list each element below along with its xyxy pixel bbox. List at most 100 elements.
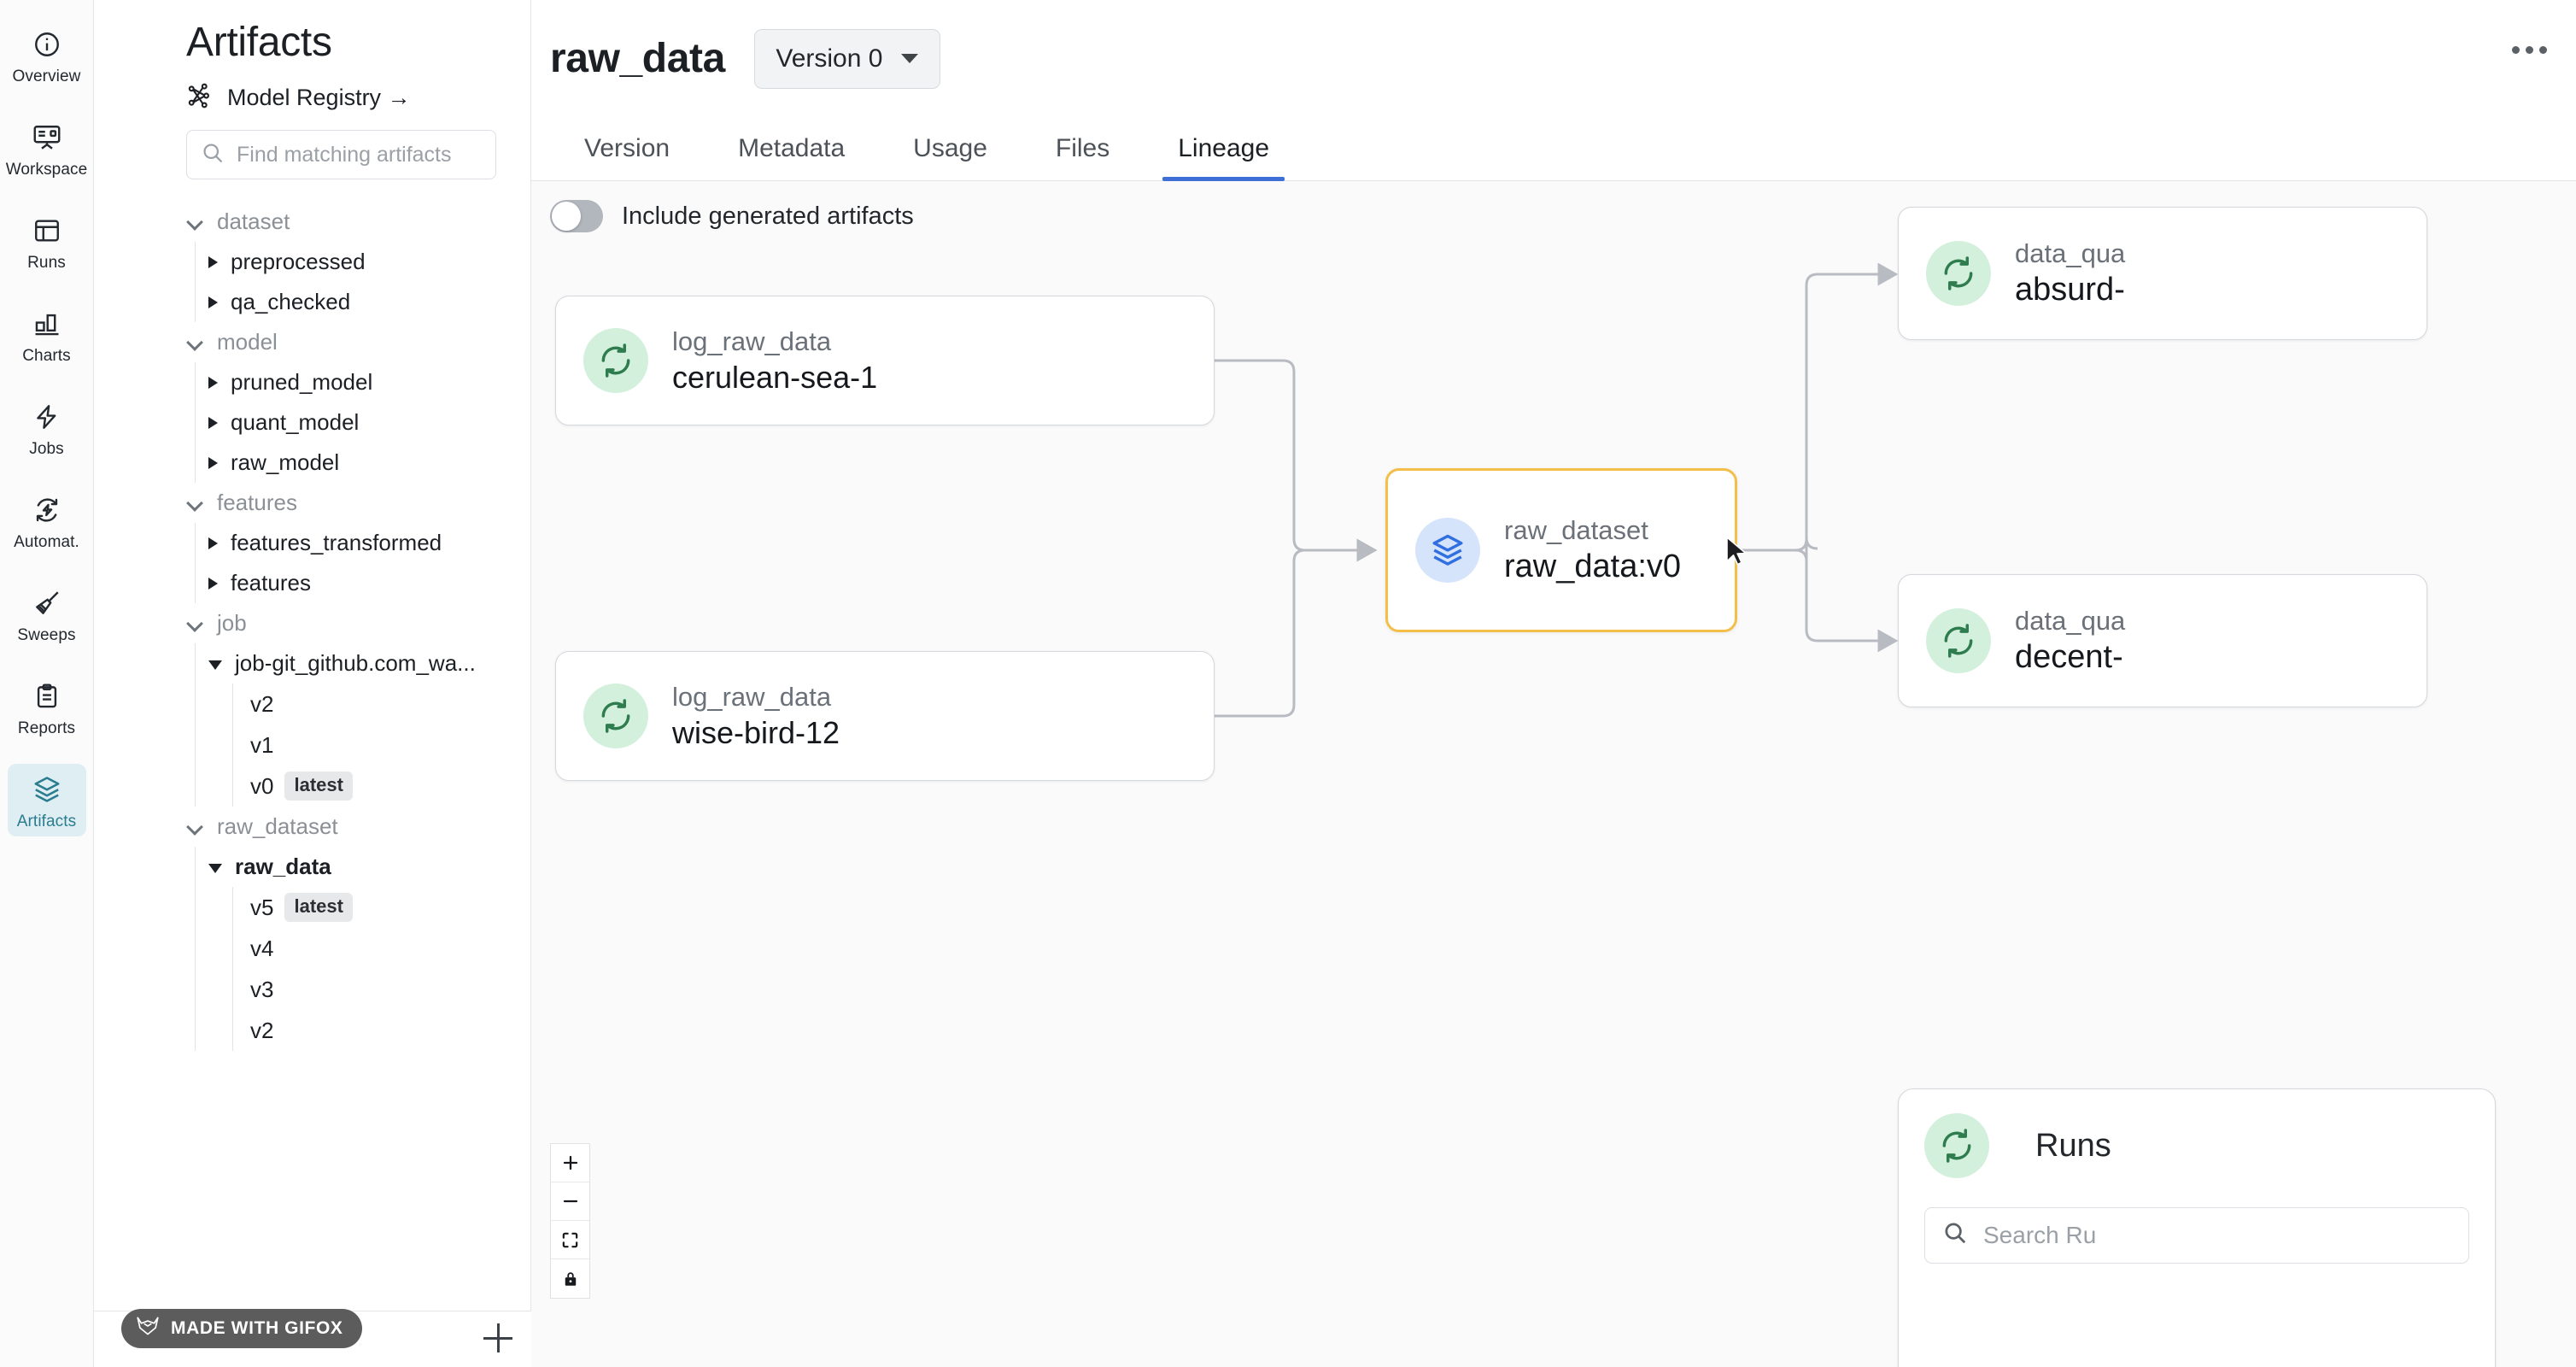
search-icon — [1942, 1220, 1968, 1252]
tree-group-job[interactable]: job — [186, 603, 517, 643]
version-item[interactable]: v1 — [233, 725, 517, 766]
nav-label: Runs — [27, 254, 66, 272]
tree-item-raw-model[interactable]: raw_model — [196, 443, 517, 483]
runs-panel[interactable]: Runs Search Ru — [1898, 1088, 2496, 1367]
chevron-right-icon — [208, 416, 218, 429]
dataset-layers-icon — [1415, 518, 1480, 583]
nav-item-overview[interactable]: Overview — [8, 19, 86, 91]
info-circle-icon — [28, 27, 66, 62]
add-icon[interactable] — [483, 1323, 514, 1354]
version-item[interactable]: v4 — [233, 928, 517, 969]
node-type: log_raw_data — [672, 681, 832, 712]
tree-item-label: features — [231, 570, 311, 595]
nav-item-charts[interactable]: Charts — [8, 298, 86, 371]
version-selector[interactable]: Version 0 — [753, 28, 940, 89]
chevron-right-icon — [208, 255, 218, 268]
node-type: data_qua — [2015, 238, 2126, 268]
toggle-label: Include generated artifacts — [622, 202, 914, 230]
include-generated-artifacts-toggle[interactable] — [550, 200, 603, 232]
tree-item-quant-model[interactable]: quant_model — [196, 402, 517, 443]
version-list-job: v2 v1 v0 latest — [232, 684, 517, 807]
tree-group-raw-dataset[interactable]: raw_dataset — [186, 807, 517, 847]
tree-item-label: raw_model — [231, 449, 340, 475]
nav-item-workspace[interactable]: Workspace — [6, 112, 87, 185]
tree-item-preprocessed[interactable]: preprocessed — [196, 242, 517, 282]
lineage-node-dataset-selected[interactable]: raw_dataset raw_data:v0 — [1385, 468, 1737, 632]
nav-item-artifacts[interactable]: Artifacts — [7, 764, 86, 836]
runs-search-box[interactable]: Search Ru — [1924, 1207, 2469, 1264]
runs-panel-header: Runs — [1924, 1113, 2469, 1178]
model-registry-icon — [186, 81, 215, 114]
tree-group-dataset[interactable]: dataset — [186, 202, 517, 242]
artifact-search-box[interactable] — [186, 130, 496, 179]
gifox-watermark: MADE WITH GIFOX — [121, 1309, 362, 1348]
tree-children-model: pruned_model quant_model raw_model — [195, 362, 517, 483]
lineage-node-run[interactable]: data_qua decent- — [1898, 574, 2427, 707]
more-options-icon[interactable] — [2512, 46, 2547, 54]
tree-item-features-transformed[interactable]: features_transformed — [196, 523, 517, 563]
tree-group-model[interactable]: model — [186, 322, 517, 362]
version-item[interactable]: v5 latest — [233, 887, 517, 928]
lineage-node-run[interactable]: log_raw_data cerulean-sea-1 — [555, 296, 1215, 425]
nav-item-runs[interactable]: Runs — [8, 205, 86, 278]
version-label: v3 — [250, 976, 274, 1002]
mouse-cursor — [1726, 537, 1747, 566]
canvas-zoom-controls — [550, 1143, 590, 1299]
version-selector-label: Version 0 — [776, 44, 883, 73]
chevron-down-icon — [186, 213, 205, 232]
tree-item-label: pruned_model — [231, 369, 373, 395]
tree-children-features: features_transformed features — [195, 523, 517, 603]
version-item[interactable]: v2 — [233, 1010, 517, 1051]
nav-item-jobs[interactable]: Jobs — [8, 391, 86, 464]
lock-icon[interactable] — [551, 1259, 589, 1298]
run-icon — [583, 328, 648, 393]
node-type: raw_dataset — [1504, 514, 1648, 545]
search-icon — [201, 141, 225, 169]
artifact-name: raw_data — [550, 36, 725, 81]
chevron-down-icon — [186, 333, 205, 352]
layers-icon — [28, 772, 66, 807]
version-item[interactable]: v3 — [233, 969, 517, 1010]
node-name: decent- — [2015, 638, 2123, 675]
nav-item-reports[interactable]: Reports — [8, 671, 86, 743]
fit-view-icon[interactable] — [551, 1221, 589, 1259]
version-item[interactable]: v0 latest — [233, 766, 517, 807]
tree-item-features[interactable]: features — [196, 563, 517, 603]
tab-usage[interactable]: Usage — [913, 134, 987, 162]
run-icon — [1926, 608, 1991, 673]
tab-metadata[interactable]: Metadata — [738, 134, 846, 162]
tab-version[interactable]: Version — [584, 134, 670, 162]
tab-lineage[interactable]: Lineage — [1144, 134, 1303, 181]
include-generated-artifacts-row: Include generated artifacts — [550, 200, 914, 232]
lineage-node-run[interactable]: data_qua absurd- — [1898, 207, 2427, 340]
tree-children-job: job-git_github.com_wa... v2 v1 v0 latest — [195, 643, 517, 807]
version-item[interactable]: v2 — [233, 684, 517, 725]
version-label: v5 — [250, 894, 274, 920]
artifacts-sidebar: Artifacts Model Registry → — [94, 0, 531, 1367]
lineage-node-run[interactable]: log_raw_data wise-bird-12 — [555, 651, 1215, 781]
zoom-in-icon[interactable] — [551, 1144, 589, 1182]
node-type: data_qua — [2015, 605, 2126, 636]
lineage-graph[interactable]: log_raw_data cerulean-sea-1 log_raw_data — [531, 181, 2576, 1367]
tree-group-features[interactable]: features — [186, 483, 517, 523]
node-name: wise-bird-12 — [672, 714, 840, 750]
fox-icon — [135, 1315, 161, 1342]
tree-item-qa-checked[interactable]: qa_checked — [196, 282, 517, 322]
nav-item-automations[interactable]: Automat. — [8, 484, 86, 557]
zoom-out-icon[interactable] — [551, 1182, 589, 1221]
model-registry-link[interactable]: Model Registry → — [94, 69, 530, 126]
tree-item-raw-data[interactable]: raw_data — [196, 847, 517, 887]
bar-chart-icon — [28, 307, 66, 341]
nav-item-sweeps[interactable]: Sweeps — [8, 578, 86, 650]
node-name: raw_data:v0 — [1504, 548, 1682, 584]
tree-item-pruned-model[interactable]: pruned_model — [196, 362, 517, 402]
tree-item-job-git[interactable]: job-git_github.com_wa... — [196, 643, 517, 684]
tab-files[interactable]: Files — [1055, 134, 1110, 162]
search-input[interactable] — [237, 142, 482, 167]
nav-label: Jobs — [29, 440, 64, 458]
gifox-label: MADE WITH GIFOX — [171, 1318, 343, 1338]
lineage-canvas[interactable]: Include generated artifacts — [531, 181, 2576, 1367]
chevron-right-icon — [208, 537, 218, 549]
chevron-down-icon — [186, 614, 205, 633]
toggle-knob — [552, 202, 581, 231]
